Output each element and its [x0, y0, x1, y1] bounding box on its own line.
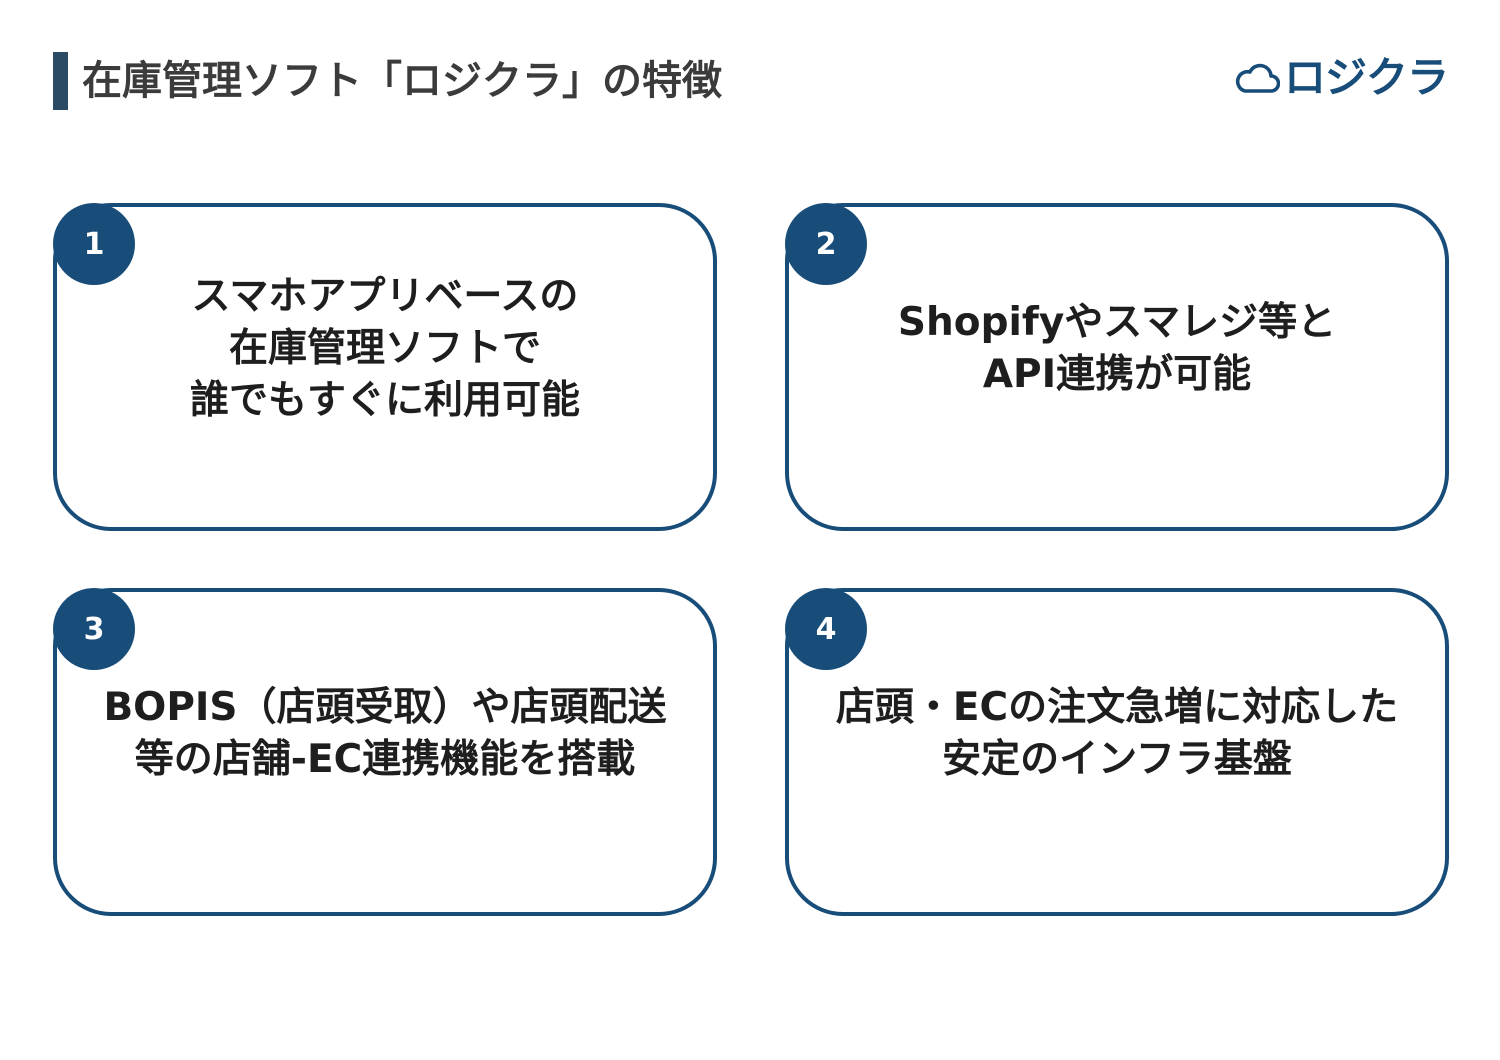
feature-card-4: 4 店頭・ECの注文急増に対応した 安定のインフラ基盤	[785, 588, 1449, 916]
cloud-icon	[1235, 63, 1280, 93]
feature-text: スマホアプリベースの 在庫管理ソフトで 誰でもすぐに利用可能	[189, 274, 580, 423]
page-title: 在庫管理ソフト「ロジクラ」の特徴	[82, 58, 722, 104]
feature-number-badge: 4	[785, 588, 867, 670]
logo-text: ロジクラ	[1283, 53, 1449, 102]
feature-card-2: 2 Shopifyやスマレジ等と API連携が可能	[785, 203, 1449, 531]
logo: ロジクラ	[1234, 53, 1449, 102]
feature-card-1: 1 スマホアプリベースの 在庫管理ソフトで 誰でもすぐに利用可能	[53, 203, 717, 531]
feature-number-badge: 3	[53, 588, 135, 670]
feature-text: 店頭・ECの注文急増に対応した 安定のインフラ基盤	[835, 685, 1399, 782]
title-accent-bar	[53, 52, 68, 110]
feature-text: Shopifyやスマレジ等と API連携が可能	[897, 300, 1337, 397]
feature-text: BOPIS（店頭受取）や店頭配送 等の店舗-EC連携機能を搭載	[103, 685, 667, 782]
feature-number-badge: 2	[785, 203, 867, 285]
feature-number-badge: 1	[53, 203, 135, 285]
feature-card-3: 3 BOPIS（店頭受取）や店頭配送 等の店舗-EC連携機能を搭載	[53, 588, 717, 916]
